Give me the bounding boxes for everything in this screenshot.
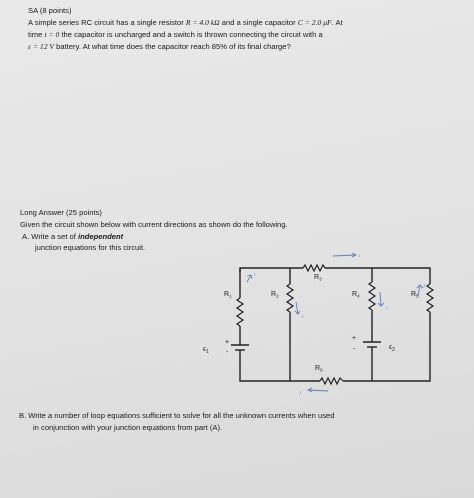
resistor-3 [302, 263, 326, 273]
sa-line-3: ε = 12 V battery. At what time does the … [28, 41, 291, 52]
e2-minus: - [353, 346, 356, 353]
long-header: Long Answer (25 points) [20, 208, 102, 217]
sa-line-2a: time [28, 30, 43, 39]
sa-line-2: time t = 0 the capacitor is uncharged an… [28, 29, 323, 40]
r1-label: R1 [224, 291, 232, 299]
e1-minus: - [226, 349, 229, 356]
current-arrow-left [246, 274, 253, 283]
e1-plus: + [225, 339, 229, 346]
right-wire-bottom [343, 312, 431, 382]
part-a-line-2: junction equations for this circuit. [35, 243, 146, 252]
resistor-value: R = 4.0 kΩ [185, 18, 220, 27]
resistor-4 [367, 281, 377, 311]
top-wire [239, 267, 303, 272]
left-wire-bottom [239, 350, 320, 382]
sa-line-2b: the capacitor is uncharged and a switch … [61, 30, 323, 39]
current-label-bottom: I [300, 390, 302, 395]
r6-label: R6 [315, 365, 323, 373]
current-arrow-middle [294, 301, 301, 315]
sa-header: SA (8 points) [28, 6, 72, 15]
resistor-1 [235, 297, 245, 327]
sa-line-3b: battery. At what time does the capacitor… [56, 42, 291, 51]
current-label-r4: I [386, 306, 388, 311]
part-b-line-2: in conjunction with your junction equati… [33, 423, 223, 432]
capacitor-value: C = 2.0 μF [297, 18, 332, 27]
part-b-line-1: B. Write a number of loop equations suff… [19, 411, 335, 420]
r4-label: R4 [352, 291, 360, 299]
part-a-line-1: A. Write a set of independent [22, 231, 123, 242]
resistor-5 [425, 283, 435, 313]
current-label-left: I [254, 272, 256, 277]
resistor-6 [319, 376, 344, 386]
current-arrow-bottom [306, 387, 329, 393]
time-zero: t = 0 [44, 30, 60, 39]
e2-plus: + [352, 335, 356, 342]
current-label-middle: I [302, 314, 304, 319]
long-intro: Given the circuit shown below with curre… [20, 220, 288, 229]
r5-label: R5 [411, 291, 419, 299]
emf-value: ε = 12 V [28, 42, 55, 51]
current-arrow-right [416, 284, 424, 297]
part-a-emphasis: independent [78, 232, 124, 241]
part-a-prefix: A. Write a set of [22, 232, 76, 241]
r3-label: R3 [314, 274, 322, 282]
current-label-right: I [424, 283, 426, 288]
e2-label: ϵ2 [389, 344, 395, 353]
r2-label: R2 [271, 291, 279, 299]
sa-line-1b: and a single capacitor [221, 18, 296, 27]
sa-line-1d: . At [331, 18, 343, 27]
sa-line-1a: A simple series RC circuit has a single … [28, 18, 184, 27]
sa-line-1: A simple series RC circuit has a single … [28, 17, 343, 28]
e1-label: ϵ1 [203, 346, 209, 355]
current-arrow-r4 [377, 291, 385, 307]
resistor-2 [285, 283, 295, 313]
top-wire-right [325, 267, 431, 284]
current-label-top: I [359, 253, 361, 258]
current-arrow-top [332, 252, 358, 258]
